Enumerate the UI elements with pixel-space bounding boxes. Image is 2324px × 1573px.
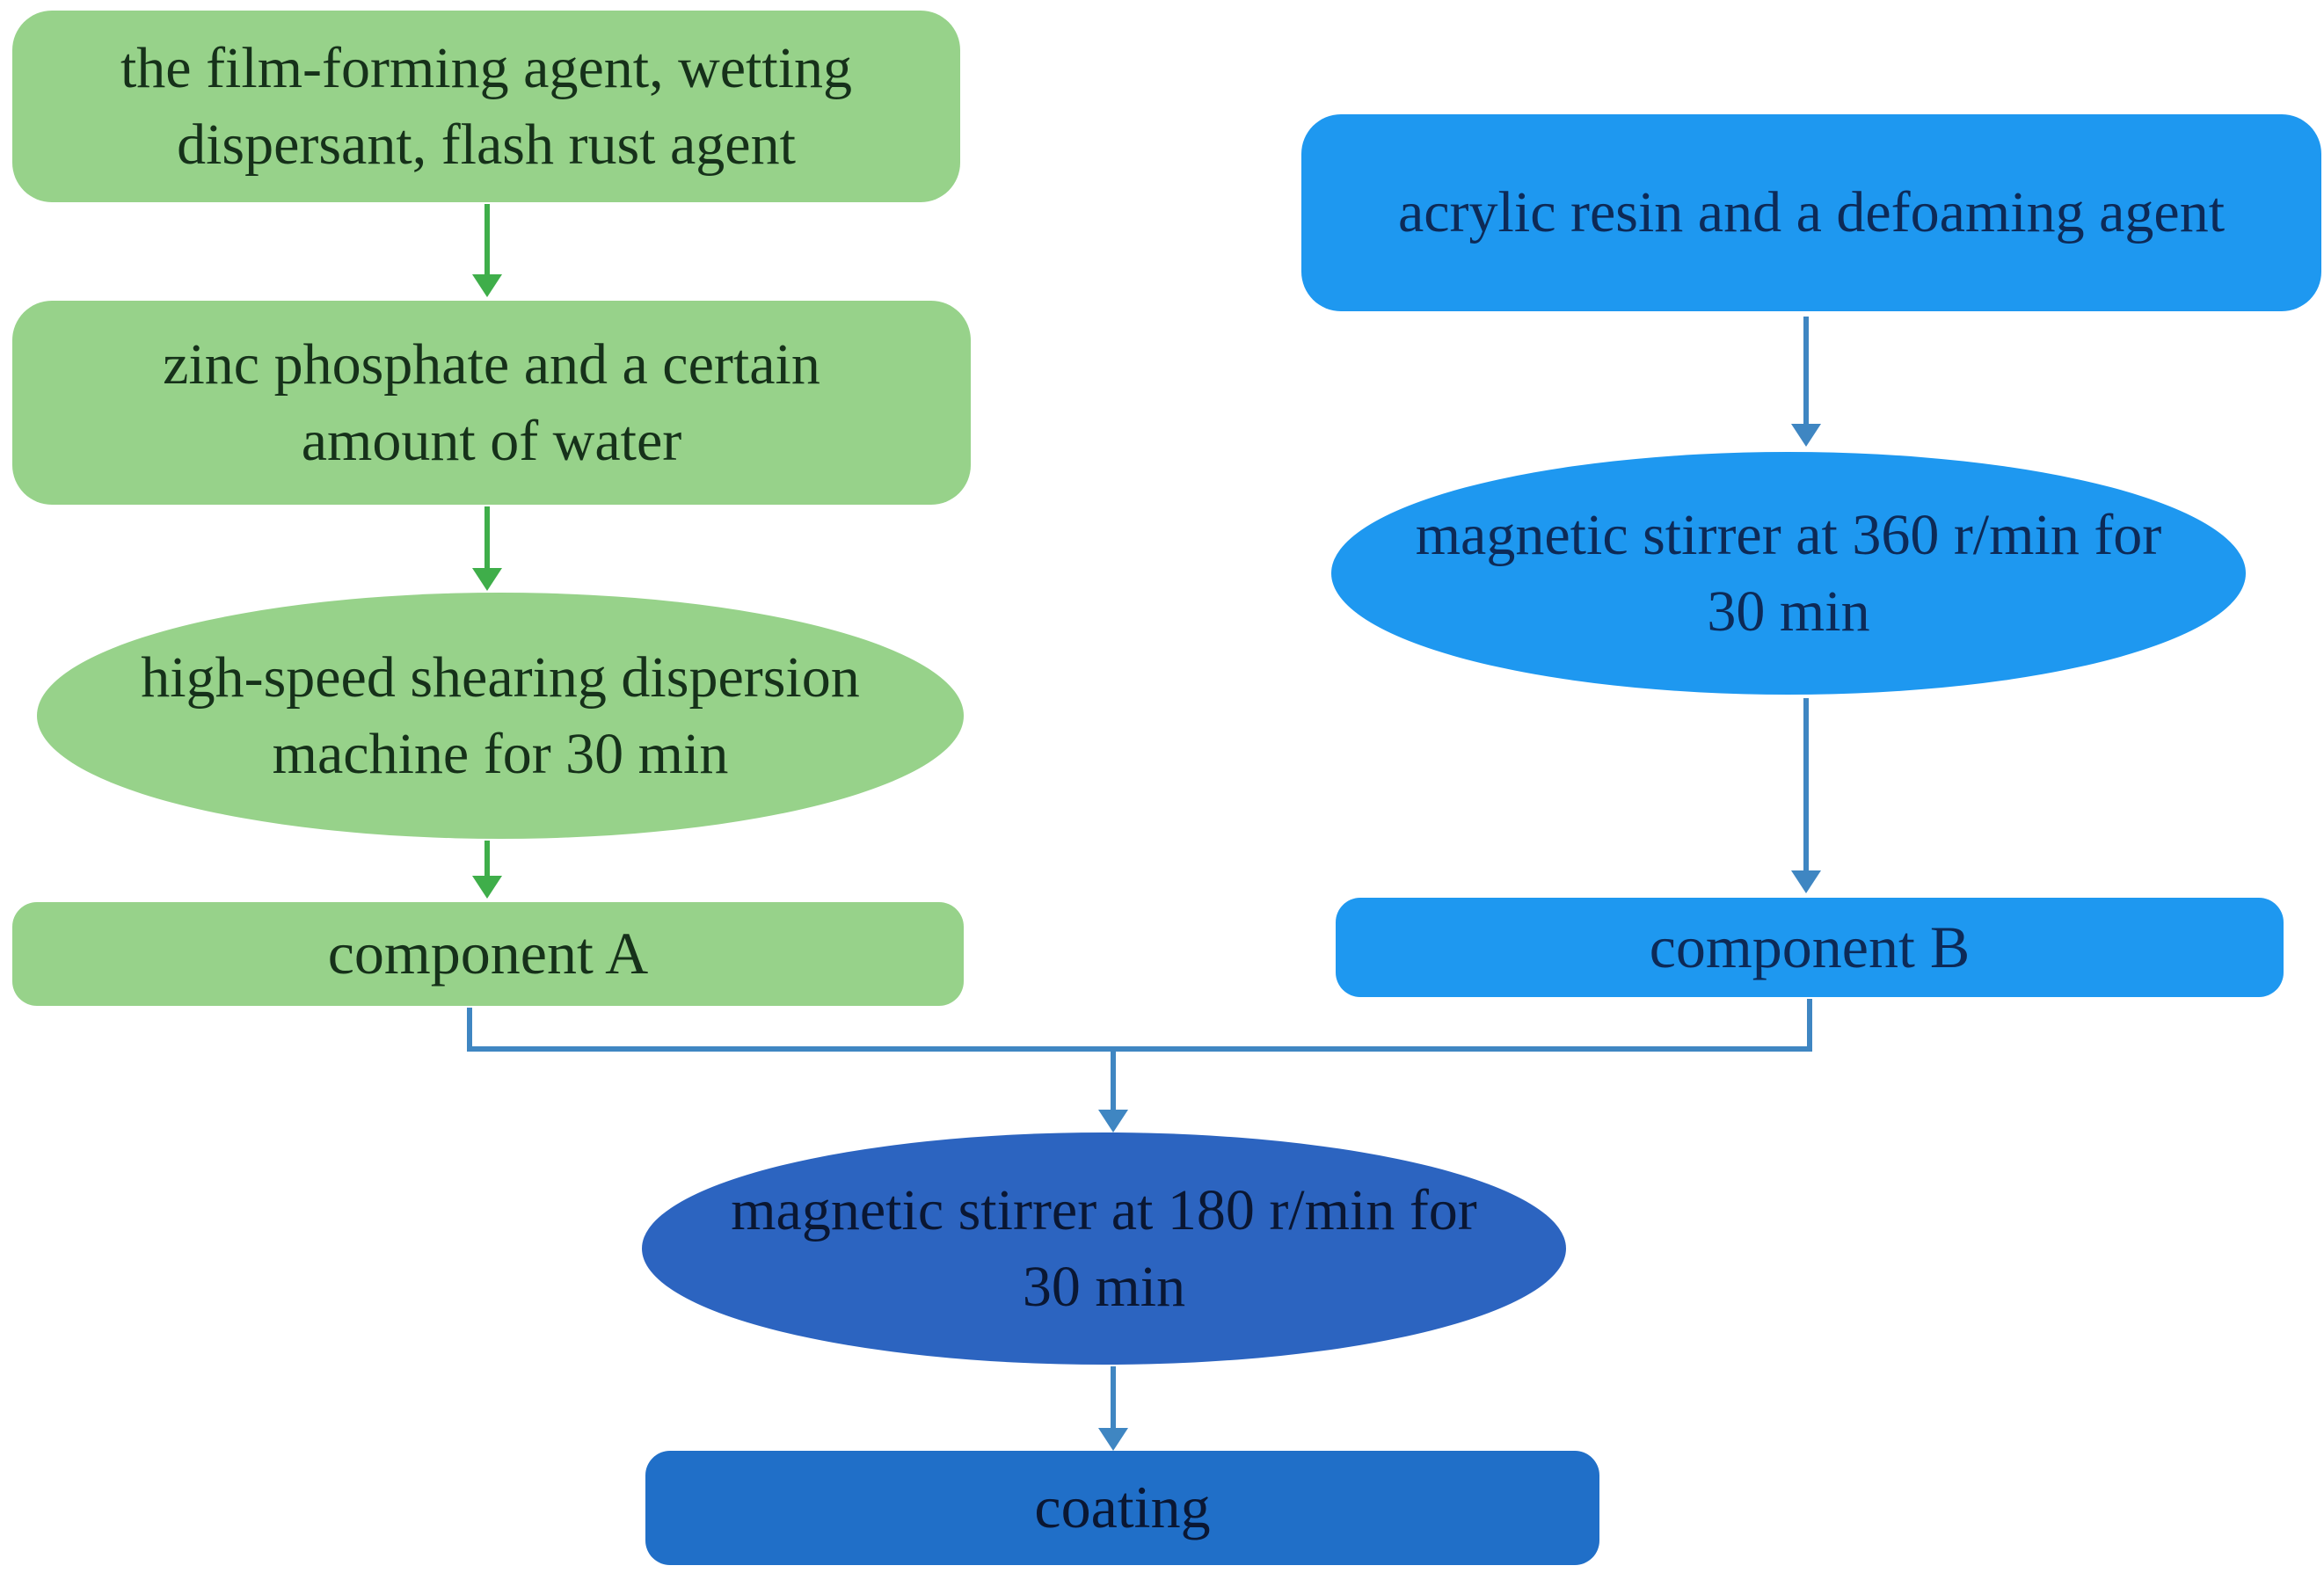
arrow-shaft — [484, 506, 490, 568]
arrow-film-forming-to-zinc-phosphate — [472, 204, 502, 297]
arrow-shaft — [1111, 1366, 1116, 1428]
node-stir-180: magnetic stirrer at 180 r/min for 30 min — [642, 1132, 1566, 1365]
node-label: high-speed shearing dispersion machine f… — [141, 644, 860, 786]
arrow-shearing-to-component-a — [472, 841, 502, 899]
node-label: the film-forming agent, wetting dispersa… — [120, 35, 853, 177]
arrow-shaft — [1111, 1052, 1116, 1110]
connector-component-b-drop — [1807, 999, 1812, 1052]
node-shearing-dispersion: high-speed shearing dispersion machine f… — [37, 593, 964, 839]
arrow-head — [472, 568, 502, 591]
arrow-zinc-phosphate-to-shearing — [472, 506, 502, 591]
arrow-shaft — [484, 841, 490, 876]
node-zinc-phosphate: zinc phosphate and a certain amount of w… — [12, 301, 971, 505]
node-label: component A — [327, 920, 649, 987]
arrow-shaft — [1803, 698, 1809, 870]
arrow-head — [1791, 424, 1821, 447]
node-film-forming-agents: the film-forming agent, wetting dispersa… — [12, 11, 960, 202]
node-component-b: component B — [1336, 898, 2284, 997]
node-label: acrylic resin and a defoaming agent — [1397, 180, 2226, 245]
node-label: magnetic stirrer at 360 r/min for 30 min — [1415, 502, 2162, 644]
node-acrylic-resin: acrylic resin and a defoaming agent — [1301, 114, 2321, 311]
node-stir-360: magnetic stirrer at 360 r/min for 30 min — [1331, 452, 2246, 695]
arrow-shaft — [1803, 317, 1809, 424]
arrow-head — [472, 876, 502, 899]
arrow-stir-360-to-component-b — [1791, 698, 1821, 893]
arrow-shaft — [484, 204, 490, 274]
connector-merge-horizontal — [467, 1046, 1812, 1052]
node-component-a: component A — [12, 902, 964, 1006]
connector-component-a-drop — [467, 1008, 472, 1052]
node-label: coating — [1034, 1474, 1211, 1541]
arrow-head — [472, 274, 502, 297]
node-label: component B — [1649, 913, 1971, 980]
arrow-head — [1098, 1428, 1128, 1451]
arrow-acrylic-to-stir-360 — [1791, 317, 1821, 447]
arrow-head — [1791, 870, 1821, 893]
node-coating: coating — [645, 1451, 1599, 1565]
arrow-merge-to-stir-180 — [1098, 1052, 1128, 1132]
arrow-stir-180-to-coating — [1098, 1366, 1128, 1451]
arrow-head — [1098, 1110, 1128, 1132]
node-label: magnetic stirrer at 180 r/min for 30 min — [731, 1177, 1477, 1319]
node-label: zinc phosphate and a certain amount of w… — [163, 331, 820, 473]
